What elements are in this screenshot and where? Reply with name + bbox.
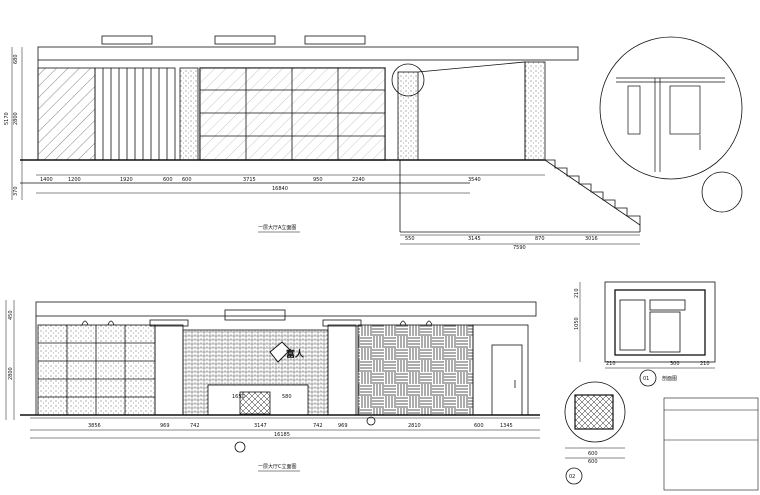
svg-text:16185: 16185 <box>274 432 290 438</box>
svg-text:580: 580 <box>282 394 292 400</box>
svg-text:02: 02 <box>569 474 575 480</box>
svg-text:969: 969 <box>338 423 348 429</box>
svg-text:3540: 3540 <box>468 177 481 183</box>
svg-text:3856: 3856 <box>88 423 101 429</box>
lobby-sign: 富人 <box>269 341 305 363</box>
svg-text:370: 370 <box>13 186 19 196</box>
svg-text:600: 600 <box>588 451 598 457</box>
svg-text:2240: 2240 <box>352 177 365 183</box>
top-dim-text: 680 2800 370 5170 1400 1200 1920 600 600… <box>4 54 598 251</box>
detail-02-text: 600 600 02 <box>569 451 598 480</box>
top-dim-lines <box>11 47 640 245</box>
svg-text:600: 600 <box>588 459 598 465</box>
detail-01-text: 210 1050 210 300 210 01 剖面图 <box>574 288 710 382</box>
svg-text:742: 742 <box>190 423 200 429</box>
bottom-elevation <box>20 301 540 453</box>
svg-text:3016: 3016 <box>585 236 598 242</box>
svg-text:210: 210 <box>700 361 710 367</box>
svg-text:680: 680 <box>13 54 19 64</box>
top-elevation <box>20 35 743 233</box>
svg-text:01: 01 <box>643 376 649 382</box>
svg-text:3145: 3145 <box>468 236 481 242</box>
svg-text:210: 210 <box>574 288 580 298</box>
svg-text:600: 600 <box>474 423 484 429</box>
svg-text:742: 742 <box>313 423 323 429</box>
svg-text:600: 600 <box>182 177 192 183</box>
detail-01 <box>579 281 716 387</box>
svg-text:300: 300 <box>670 361 680 367</box>
svg-text:1200: 1200 <box>68 177 81 183</box>
svg-text:210: 210 <box>606 361 616 367</box>
tile-panel-left <box>37 324 156 416</box>
vertical-slats <box>94 67 176 161</box>
bottom-dim-text: 450 2800 3856 969 742 3147 742 969 2810 … <box>8 310 513 438</box>
svg-text:1920: 1920 <box>120 177 133 183</box>
bottom-dim-lines <box>5 300 540 439</box>
svg-text:5170: 5170 <box>4 112 10 125</box>
svg-text:1650: 1650 <box>232 394 245 400</box>
svg-text:969: 969 <box>160 423 170 429</box>
title-block <box>663 397 759 491</box>
svg-text:1345: 1345 <box>500 423 513 429</box>
svg-text:7590: 7590 <box>513 245 526 251</box>
top-elevation-title: 一层大厅A立面图 <box>258 224 296 231</box>
svg-text:1400: 1400 <box>40 177 53 183</box>
svg-text:600: 600 <box>163 177 173 183</box>
detail-02 <box>564 381 626 485</box>
svg-text:2810: 2810 <box>408 423 421 429</box>
detail-node <box>616 77 725 172</box>
svg-text:1050: 1050 <box>574 317 580 330</box>
svg-text:3715: 3715 <box>243 177 256 183</box>
svg-text:3147: 3147 <box>254 423 267 429</box>
glass-curtain-wall <box>199 67 386 161</box>
svg-text:16840: 16840 <box>272 186 288 192</box>
svg-text:550: 550 <box>405 236 415 242</box>
svg-text:2800: 2800 <box>13 112 19 125</box>
svg-text:450: 450 <box>8 310 14 320</box>
svg-text:950: 950 <box>313 177 323 183</box>
svg-text:剖面图: 剖面图 <box>662 375 677 382</box>
bottom-elevation-title: 一层大厅C立面图 <box>258 463 297 470</box>
svg-text:870: 870 <box>535 236 545 242</box>
sign-text: 富人 <box>286 348 305 360</box>
svg-text:2800: 2800 <box>8 367 14 380</box>
